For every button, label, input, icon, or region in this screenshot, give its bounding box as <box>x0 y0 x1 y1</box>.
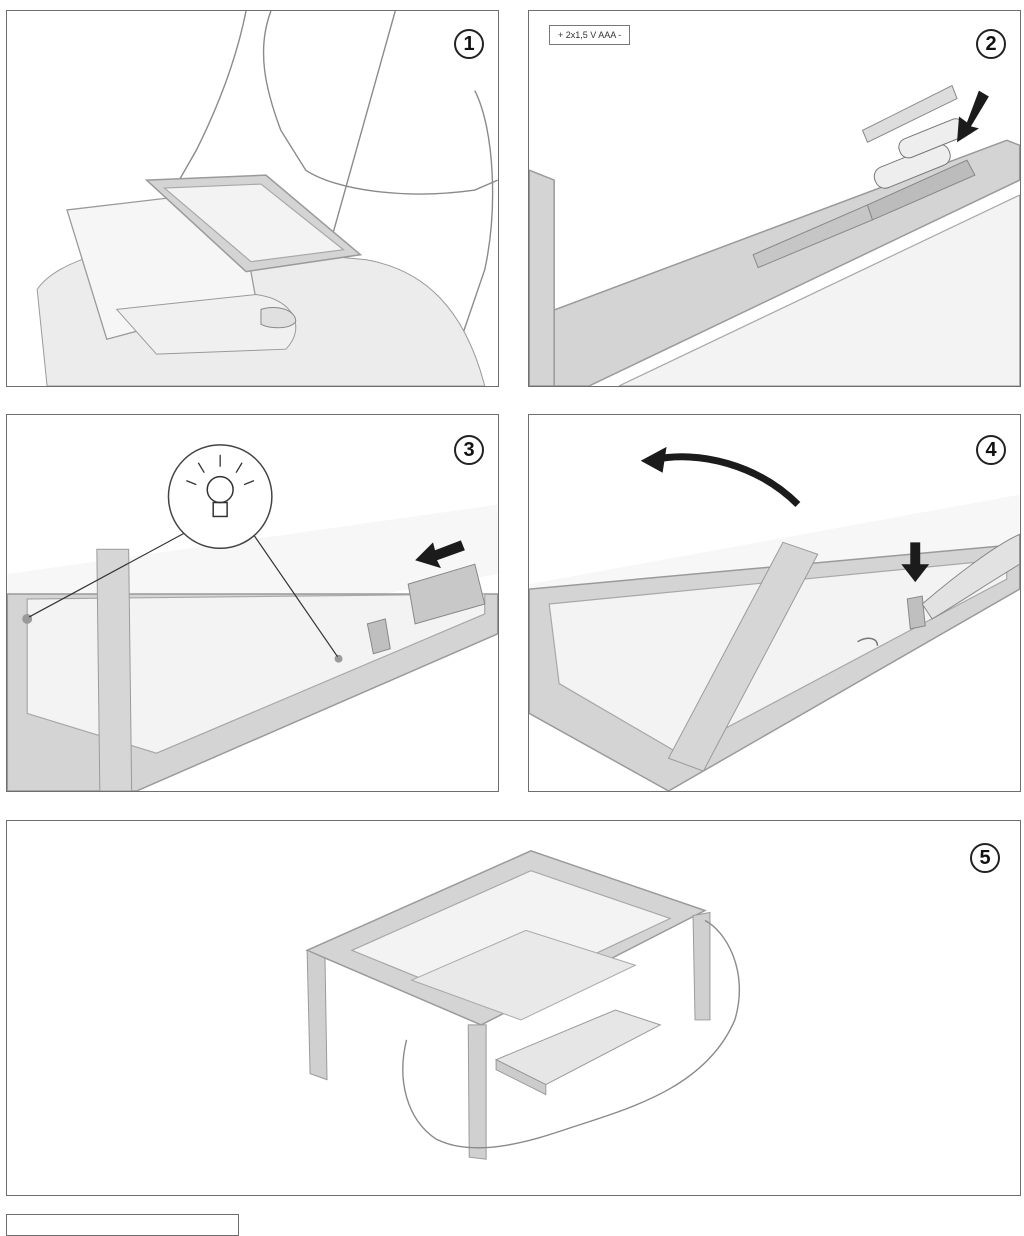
step-5-number: 5 <box>970 843 1000 873</box>
light-bulb-icon <box>186 454 255 518</box>
switch-on-light-illustration <box>7 444 498 791</box>
step-1-panel: 1 <box>6 10 499 387</box>
step-2-number: 2 <box>976 29 1006 59</box>
step-5-panel: 5 <box>6 820 1021 1196</box>
battery-insertion-illustration <box>529 84 1020 386</box>
step-4-panel: 4 <box>528 414 1021 792</box>
step-3-number: 3 <box>454 435 484 465</box>
battery-spec-label: + 2x1,5 V AAA - <box>549 25 631 45</box>
arrow-down-icon <box>957 90 989 143</box>
bottom-partial-panel <box>6 1214 239 1236</box>
step-2-panel: + 2x1,5 V AAA - 2 <box>528 10 1021 387</box>
curved-arrow-icon <box>640 446 667 473</box>
step-1-number: 1 <box>454 29 484 59</box>
fold-out-leg-illustration <box>529 446 1020 791</box>
person-reading-illustration <box>36 11 498 386</box>
magnifier-in-use-illustration <box>305 850 740 1160</box>
step-4-number: 4 <box>976 435 1006 465</box>
arrow-down-icon <box>901 542 930 583</box>
battery-icon <box>873 118 966 189</box>
step-3-panel: 3 <box>6 414 499 792</box>
arrow-left-icon <box>415 540 465 569</box>
